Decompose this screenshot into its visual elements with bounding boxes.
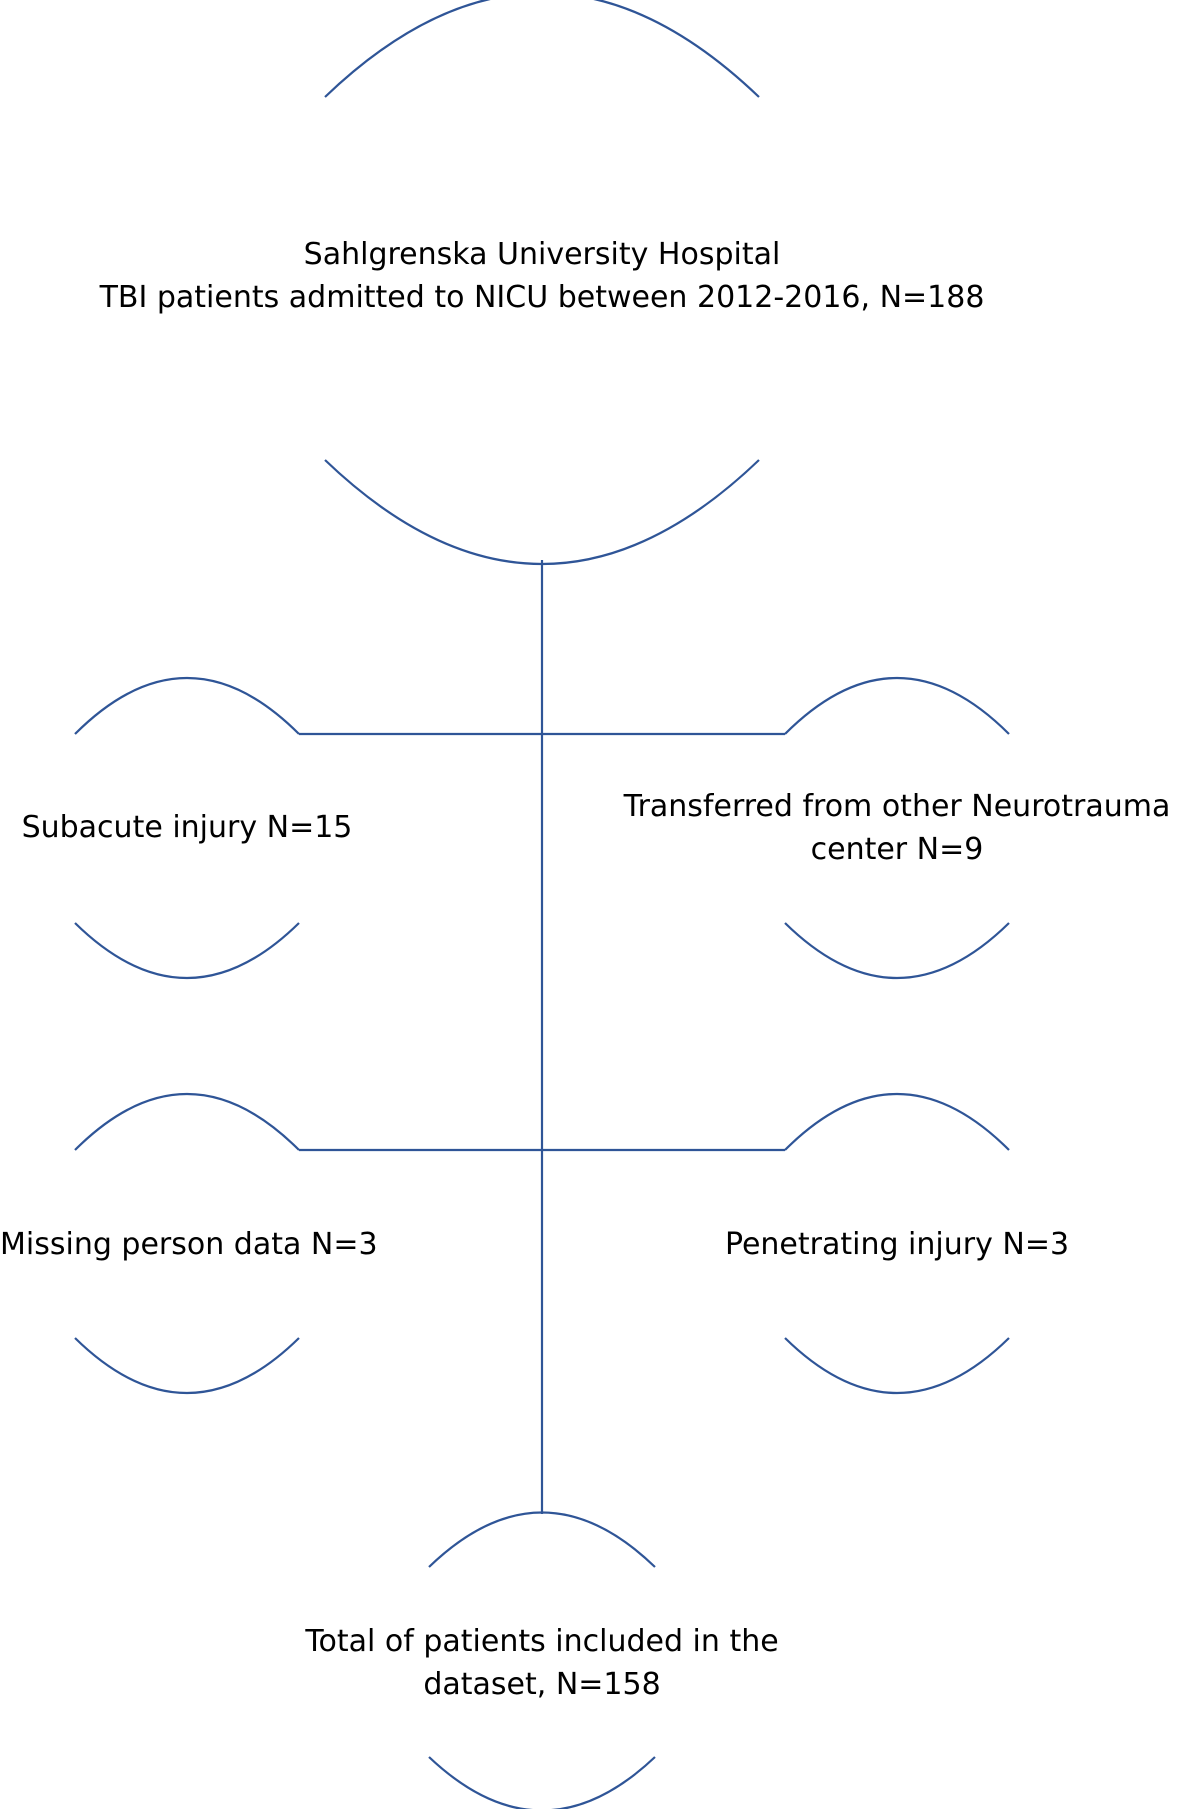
subacute-node-text: Subacute injury N=15: [0, 806, 374, 849]
missing-node-line1: Missing person data N=3: [0, 1227, 378, 1262]
transferred-node-text: Transferred from other Neurotrauma cente…: [607, 785, 1181, 871]
total-node-lower-arc: [428, 1756, 656, 1809]
missing-node-text: Missing person data N=3: [0, 1223, 378, 1266]
transferred-node-line2: center N=9: [810, 832, 984, 867]
subacute-node-upper-arc: [74, 677, 300, 735]
top-node-line1: Sahlgrenska University Hospital: [303, 237, 781, 272]
total-node-text: Total of patients included in the datase…: [242, 1620, 842, 1706]
top-node-line2: TBI patients admitted to NICU between 20…: [99, 280, 985, 315]
penetrating-node-line1: Penetrating injury N=3: [724, 1227, 1070, 1262]
missing-node-lower-arc: [74, 1337, 300, 1394]
total-node-line1: Total of patients included in the: [305, 1624, 779, 1659]
transferred-node-lower-arc: [784, 922, 1010, 979]
transferred-node-line1: Transferred from other Neurotrauma: [623, 789, 1171, 824]
penetrating-node-upper-arc: [784, 1093, 1010, 1151]
total-node-upper-arc: [428, 1511, 656, 1568]
penetrating-node-text: Penetrating injury N=3: [697, 1223, 1097, 1266]
top-node-text: Sahlgrenska University Hospital TBI pati…: [42, 233, 1042, 319]
transferred-node-upper-arc: [784, 677, 1010, 735]
subacute-node-lower-arc: [74, 922, 300, 979]
top-node-lower-arc: [324, 459, 760, 566]
top-node-upper-arc: [324, 0, 760, 98]
penetrating-node-lower-arc: [784, 1337, 1010, 1394]
subacute-node-line1: Subacute injury N=15: [21, 810, 353, 845]
total-node-line2: dataset, N=158: [423, 1667, 661, 1702]
missing-node-upper-arc: [74, 1093, 300, 1151]
